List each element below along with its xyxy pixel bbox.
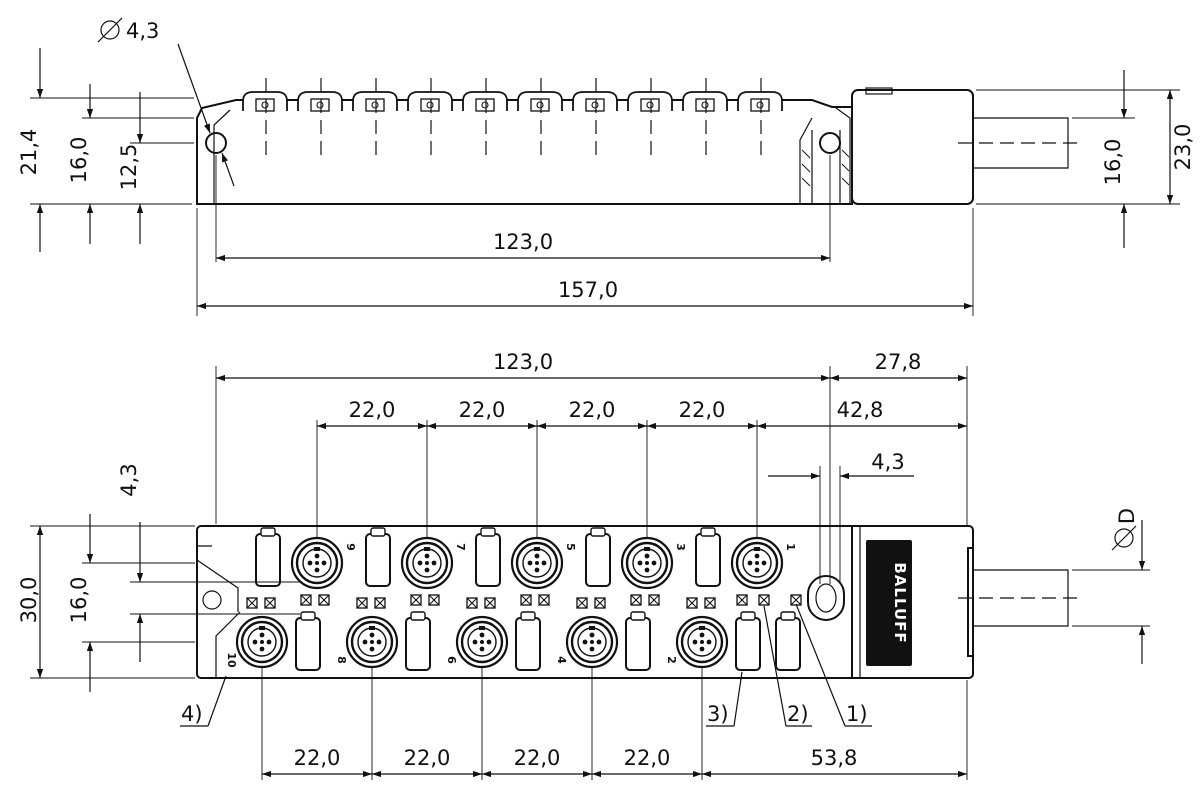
dim-cable-diameter-label: D	[1115, 508, 1139, 524]
dim-height-hole-label: 12,5	[117, 144, 141, 191]
port-number-3: 3	[674, 543, 687, 551]
dim-top-pitch-4: 22,0	[679, 398, 726, 422]
dim-length-total: 157,0	[197, 278, 973, 310]
dim-cable-height-label: 16,0	[1101, 139, 1125, 186]
dim-height-total-label: 21,4	[17, 129, 41, 176]
dim-bottom-pitch-3: 22,0	[514, 746, 561, 770]
dim-width-mid-label: 16,0	[67, 577, 91, 624]
dim-hole-spacing-top-label: 123,0	[493, 350, 553, 374]
port-5	[510, 536, 564, 590]
dim-cable-diameter: D	[1111, 508, 1146, 664]
port-3	[620, 536, 674, 590]
dim-cable-height: 16,0	[1101, 70, 1128, 248]
dim-bottom-pitch: 22,0 22,0 22,0 22,0	[262, 746, 702, 778]
port-1	[730, 536, 784, 590]
dim-top-hole-diameter: 4,3	[768, 450, 914, 480]
port-9	[290, 536, 344, 590]
dim-hole-spacing-top: 123,0	[216, 350, 830, 382]
dim-housing-height-label: 23,0	[1171, 124, 1195, 171]
dim-last-port-to-end-label: 42,8	[837, 398, 884, 422]
led-indicators	[246, 594, 802, 609]
port-10	[235, 615, 289, 669]
dim-width-total-label: 30,0	[17, 577, 41, 624]
dim-head-length: 27,8	[830, 350, 967, 382]
dim-height-total: 21,4	[17, 48, 44, 252]
dim-hole-offset-label: 4,3	[117, 463, 141, 496]
dim-top-pitch-3: 22,0	[569, 398, 616, 422]
side-mount-hole-right	[819, 132, 841, 154]
dim-first-port-to-end-label: 53,8	[811, 746, 858, 770]
port-number-9: 9	[344, 543, 357, 551]
port-2	[675, 615, 729, 669]
dim-bottom-pitch-2: 22,0	[404, 746, 451, 770]
dim-bottom-pitch-1: 22,0	[294, 746, 341, 770]
dim-width-mid: 16,0	[67, 514, 94, 692]
port-7	[400, 536, 454, 590]
dim-housing-height: 23,0	[1166, 90, 1195, 204]
callouts: 1) 2) 3) 4)	[180, 603, 872, 727]
dim-top-pitch-1: 22,0	[349, 398, 396, 422]
dim-bottom-pitch-4: 22,0	[624, 746, 671, 770]
port-8	[345, 615, 399, 669]
top-body	[196, 525, 974, 679]
dim-height-hole: 12,5	[117, 92, 144, 244]
callout-3: 3)	[707, 702, 729, 726]
dim-width-total: 30,0	[17, 526, 44, 678]
side-view: 21,4 16,0 12,5 4,3 123,0 157,0	[17, 17, 1195, 316]
dim-first-port-to-end: 53,8	[702, 746, 967, 778]
callout-1: 1)	[846, 702, 868, 726]
port-number-1: 1	[784, 543, 797, 551]
dim-top-pitch: 22,0 22,0 22,0 22,0	[317, 398, 757, 430]
top-mount-slot	[807, 575, 845, 621]
dim-top-hole-diameter-label: 4,3	[871, 450, 904, 474]
dim-top-pitch-2: 22,0	[459, 398, 506, 422]
callout-2: 2)	[787, 702, 809, 726]
dim-height-mid-label: 16,0	[67, 137, 91, 184]
port-4	[565, 615, 619, 669]
port-number-4: 4	[555, 656, 568, 664]
port-number-6: 6	[445, 656, 458, 664]
dim-hole-spacing-side-label: 123,0	[493, 230, 553, 254]
port-number-5: 5	[564, 543, 577, 551]
dim-height-mid: 16,0	[67, 84, 94, 244]
side-head-housing	[851, 89, 974, 205]
dim-hole-diameter-label: 4,3	[126, 19, 159, 43]
dim-hole-spacing-side: 123,0	[216, 230, 830, 262]
callout-4: 4)	[181, 702, 203, 726]
top-view: BALLUFF	[17, 350, 1150, 780]
brand-plate	[866, 540, 912, 666]
brand-label: BALLUFF	[891, 562, 909, 643]
side-mount-hole-left	[205, 132, 227, 154]
dim-hole-offset: 4,3	[117, 463, 144, 662]
dim-last-port-to-end: 42,8	[757, 398, 967, 430]
port-number-2: 2	[665, 656, 678, 664]
port-number-7: 7	[454, 543, 467, 551]
dim-hole-diameter: 4,3	[97, 17, 235, 187]
port-number-labels: 9 7 5 3 1 10 8 6 4 2	[225, 543, 797, 668]
port-6	[455, 615, 509, 669]
dim-length-total-label: 157,0	[558, 278, 618, 302]
dim-head-length-label: 27,8	[875, 350, 922, 374]
port-number-10: 10	[225, 652, 238, 668]
port-number-8: 8	[335, 656, 348, 664]
side-bumps	[242, 91, 783, 112]
